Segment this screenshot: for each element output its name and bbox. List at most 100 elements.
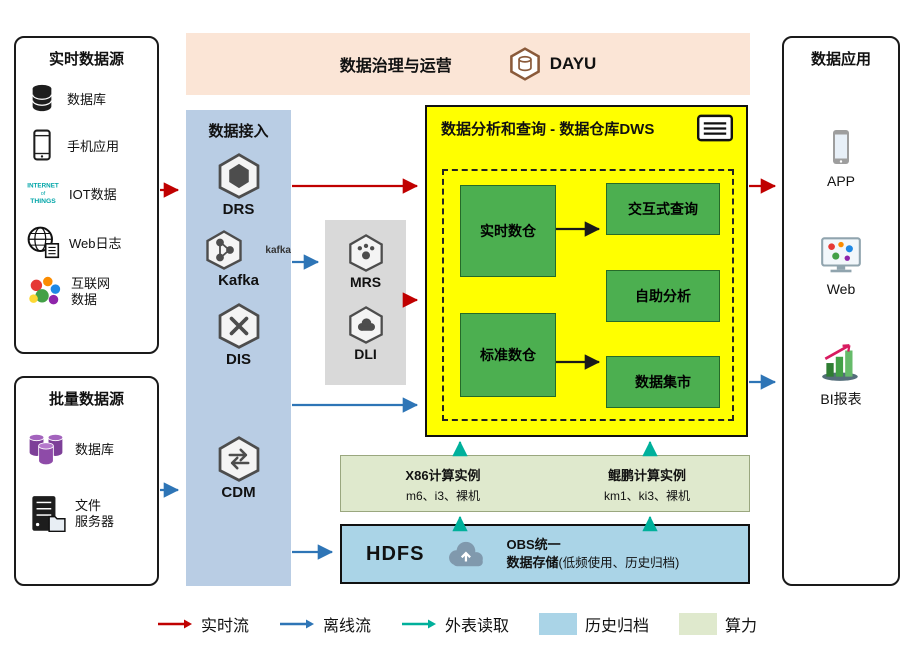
obs-line2-bold: 数据存储 [506, 554, 559, 570]
realtime-sources-panel: 实时数据源 数据库 手机应用 [14, 36, 159, 354]
service-drs: DRS [186, 153, 291, 218]
service-label: MRS [349, 274, 382, 290]
source-label: 数据库 [67, 91, 107, 107]
source-label: 互联网 数据 [71, 275, 111, 307]
hdfs-label: HDFS [366, 542, 425, 565]
legend-compute-power: 算力 [679, 612, 757, 636]
dws-inner-group: 实时数仓 标准数仓 交互式查询 自助分析 数据集市 [442, 169, 734, 421]
source-label: Web日志 [69, 235, 122, 251]
iot-icon: INTERNET of THINGS [27, 183, 59, 205]
mobile-icon [33, 129, 51, 161]
obs-description: OBS统一 数据存储(低频使用、历史归档) [506, 536, 679, 571]
middleware-panel: MRS DLI [325, 220, 406, 385]
batch-database-icon [28, 433, 64, 466]
web-log-icon [27, 226, 60, 259]
list-item: APP [821, 127, 861, 189]
source-label: 手机应用 [67, 138, 120, 154]
application-label: APP [826, 173, 855, 189]
blue-arrow-icon [279, 619, 314, 629]
cdm-icon [216, 436, 262, 482]
list-item: 互联网 数据 [25, 273, 148, 311]
kunpeng-compute-group: 鲲鹏计算实例 km1、ki3、裸机 [545, 456, 749, 511]
obs-line1: OBS统一 [506, 537, 561, 553]
application-label: Web [826, 281, 856, 297]
drs-icon [216, 153, 262, 199]
file-server-icon [32, 496, 66, 533]
data-applications-title: 数据应用 [810, 51, 871, 68]
data-access-title: 数据接入 [208, 123, 269, 140]
application-label: BI报表 [820, 391, 862, 407]
list-item: BI报表 [818, 341, 864, 409]
mrs-icon [347, 234, 385, 272]
internet-data-icon [29, 276, 61, 305]
red-arrow-icon [157, 619, 192, 629]
legend-label: 实时流 [200, 618, 249, 635]
kafka-wordmark: kafka [265, 244, 291, 256]
service-label: Kafka [218, 272, 259, 289]
app-phone-icon [833, 130, 849, 164]
list-item: 数据库 [25, 427, 148, 469]
governance-banner: 数据治理与运营 DAYU [186, 33, 750, 95]
list-item: 数据库 [25, 81, 148, 115]
x86-compute-group: X86计算实例 m6、i3、裸机 [341, 456, 545, 511]
list-item: Web日志 [25, 224, 148, 260]
legend-label: 算力 [725, 618, 758, 635]
archive-swatch [539, 613, 577, 635]
legend-label: 外表读取 [444, 618, 509, 635]
governance-title: 数据治理与运营 [339, 58, 452, 75]
dws-panel: 数据分析和查询 - 数据仓库DWS 实时数仓 标准数仓 交互式查询 自助分析 数… [425, 105, 748, 437]
dis-icon [216, 303, 262, 349]
batch-sources-list: 数据库 文件 服务器 [16, 427, 157, 535]
list-item: 手机应用 [25, 128, 148, 162]
list-item: Web [818, 233, 864, 297]
legend-offline-flow: 离线流 [279, 612, 371, 636]
batch-sources-panel: 批量数据源 数据库 [14, 376, 159, 586]
service-cdm: CDM [186, 436, 291, 501]
service-mrs: MRS [347, 234, 385, 290]
source-label: 数据库 [75, 441, 115, 457]
legend: 实时流 离线流 外表读取 历史归档 算力 [0, 612, 914, 636]
legend-realtime-flow: 实时流 [157, 612, 249, 636]
data-applications-panel: 数据应用 APP [782, 36, 900, 586]
web-monitor-icon [821, 237, 861, 273]
service-kafka: kafka Kafka [186, 230, 291, 289]
obs-note: (低频使用、历史归档) [558, 555, 680, 570]
dayu-logo: DAYU [508, 47, 597, 81]
source-label: 文件 服务器 [75, 497, 115, 529]
applications-list: APP Web [784, 127, 898, 409]
kunpeng-title: 鲲鹏计算实例 [607, 468, 686, 483]
kafka-icon [204, 230, 244, 270]
service-label: DLI [354, 346, 377, 362]
svg-text:INTERNET: INTERNET [27, 183, 59, 190]
list-item: INTERNET of THINGS IOT数据 [25, 175, 148, 211]
interactive-query-box: 交互式查询 [606, 183, 720, 235]
standard-warehouse-box: 标准数仓 [460, 313, 556, 397]
dws-header: 数据分析和查询 - 数据仓库DWS [427, 107, 746, 142]
realtime-sources-list: 数据库 手机应用 INTERNET of THINGS IOT数据 [16, 81, 157, 311]
svg-text:of: of [41, 191, 46, 197]
realtime-warehouse-box: 实时数仓 [460, 185, 556, 277]
legend-label: 离线流 [322, 618, 371, 635]
legend-label: 历史归档 [585, 618, 650, 635]
compute-swatch [679, 613, 718, 635]
legend-history-archive: 历史归档 [539, 612, 649, 636]
legend-external-read: 外表读取 [401, 612, 509, 636]
x86-title: X86计算实例 [405, 468, 481, 483]
realtime-sources-title: 实时数据源 [48, 51, 124, 68]
service-label: DRS [222, 201, 255, 218]
self-service-analysis-box: 自助分析 [606, 270, 720, 322]
dws-title: 数据分析和查询 - 数据仓库DWS [441, 120, 655, 138]
document-icon [696, 114, 734, 142]
teal-arrow-icon [401, 619, 436, 629]
service-dli: DLI [347, 306, 385, 362]
service-label: DIS [225, 351, 251, 368]
svg-text:THINGS: THINGS [30, 198, 56, 205]
compute-instances-panel: X86计算实例 m6、i3、裸机 鲲鹏计算实例 km1、ki3、裸机 [340, 455, 750, 512]
database-icon [32, 84, 52, 112]
obs-line2: 数据存储(低频使用、历史归档) [506, 554, 679, 572]
source-label: IOT数据 [69, 186, 117, 202]
dli-icon [347, 306, 385, 344]
dayu-hexagon-icon [509, 47, 540, 81]
dayu-label: DAYU [549, 54, 597, 73]
